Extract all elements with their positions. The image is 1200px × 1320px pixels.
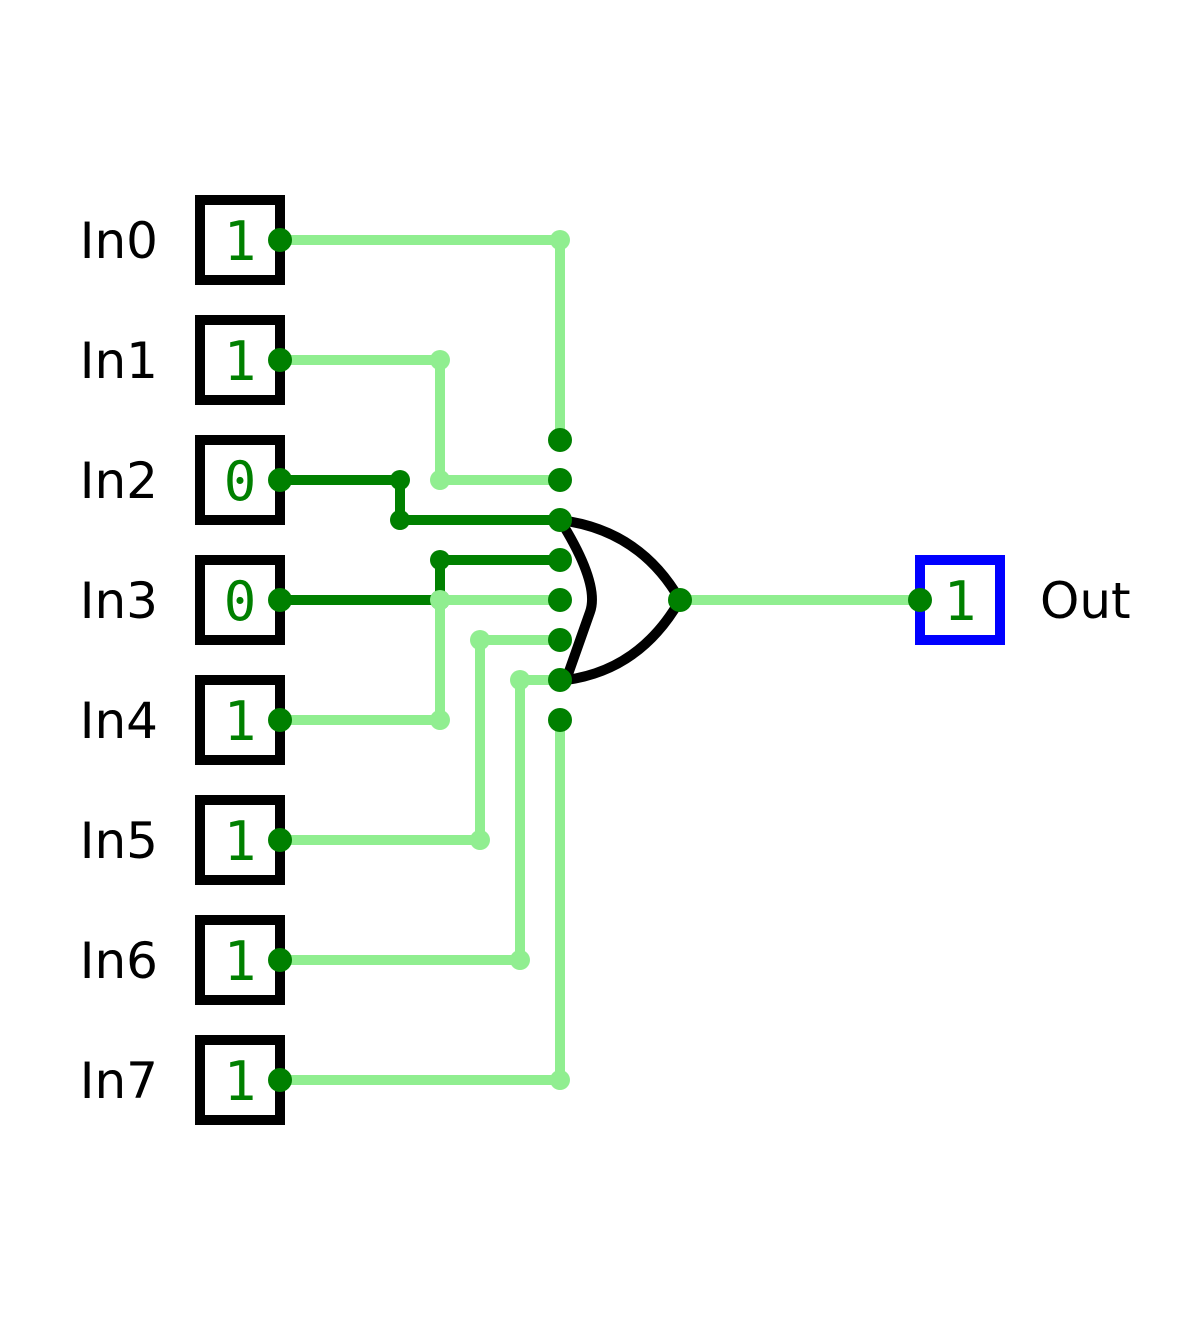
gate-input-terminal	[548, 548, 572, 572]
input-pin-7[interactable]: 1 In7	[80, 1035, 285, 1125]
input-label: In5	[80, 812, 158, 870]
pin-dot	[268, 708, 292, 732]
gate-input-terminal	[548, 468, 572, 492]
or-gate-back-curve	[555, 515, 597, 685]
wire-joint	[430, 710, 450, 730]
input-value: 0	[224, 570, 257, 633]
input-pin-4[interactable]: 1 In4	[80, 675, 285, 765]
gate-input-terminal	[548, 588, 572, 612]
pin-dot	[268, 828, 292, 852]
wire-in3	[275, 555, 565, 605]
input-pin-5[interactable]: 1 In5	[80, 795, 285, 885]
input-value: 0	[224, 450, 257, 513]
input-label: In2	[80, 452, 158, 510]
input-label: In3	[80, 572, 158, 630]
wire-joint	[510, 670, 530, 690]
input-pin-6[interactable]: 1 In6	[80, 915, 285, 1005]
input-value: 1	[224, 690, 257, 753]
wires-layer	[275, 230, 925, 1090]
wire-joint	[550, 1070, 570, 1090]
input-label: In7	[80, 1052, 158, 1110]
pin-dot	[268, 468, 292, 492]
wire-in6	[275, 675, 565, 965]
or-gate-fill	[560, 520, 680, 680]
input-label: In1	[80, 332, 158, 390]
input-pin-3[interactable]: 0 In3	[80, 555, 285, 645]
input-value: 1	[224, 330, 257, 393]
pins-layer	[268, 228, 932, 1092]
output-label: Out	[1040, 572, 1131, 630]
pin-dot	[268, 588, 292, 612]
gate-input-terminal	[548, 668, 572, 692]
wire-joint	[470, 630, 490, 650]
wire-joint	[430, 550, 450, 570]
gate-input-terminal	[548, 708, 572, 732]
or-gate	[555, 515, 686, 685]
input-value: 1	[224, 1050, 257, 1113]
wire-in1	[275, 355, 565, 485]
pin-dot	[268, 348, 292, 372]
pin-dot	[268, 1068, 292, 1092]
gate-output-terminal	[668, 588, 692, 612]
pin-dot	[908, 588, 932, 612]
input-pin-0[interactable]: 1 In0	[80, 195, 285, 285]
gate-input-terminal	[548, 508, 572, 532]
wire-joint	[430, 590, 450, 610]
pin-dot	[268, 228, 292, 252]
wire-joint	[430, 350, 450, 370]
input-label: In4	[80, 692, 158, 750]
wire-in5	[275, 635, 565, 845]
wire-in2	[275, 475, 565, 525]
wire-joint	[390, 470, 410, 490]
gate-input-terminal	[548, 628, 572, 652]
input-pin-1[interactable]: 1 In1	[80, 315, 285, 405]
wire-in0	[275, 235, 565, 445]
wire-joint	[510, 950, 530, 970]
output-pin: 1 Out	[915, 555, 1131, 645]
input-label: In0	[80, 212, 158, 270]
input-label: In6	[80, 932, 158, 990]
pin-dot	[268, 948, 292, 972]
gate-input-terminal	[548, 428, 572, 452]
wire-joint	[430, 470, 450, 490]
wire-joint	[550, 230, 570, 250]
input-pin-2[interactable]: 0 In2	[80, 435, 285, 525]
output-value: 1	[944, 570, 977, 633]
input-value: 1	[224, 210, 257, 273]
wire-in4	[275, 595, 565, 725]
wire-joint	[390, 510, 410, 530]
input-value: 1	[224, 810, 257, 873]
input-value: 1	[224, 930, 257, 993]
wire-joint	[470, 830, 490, 850]
output-layer: 1 Out	[915, 555, 1131, 645]
